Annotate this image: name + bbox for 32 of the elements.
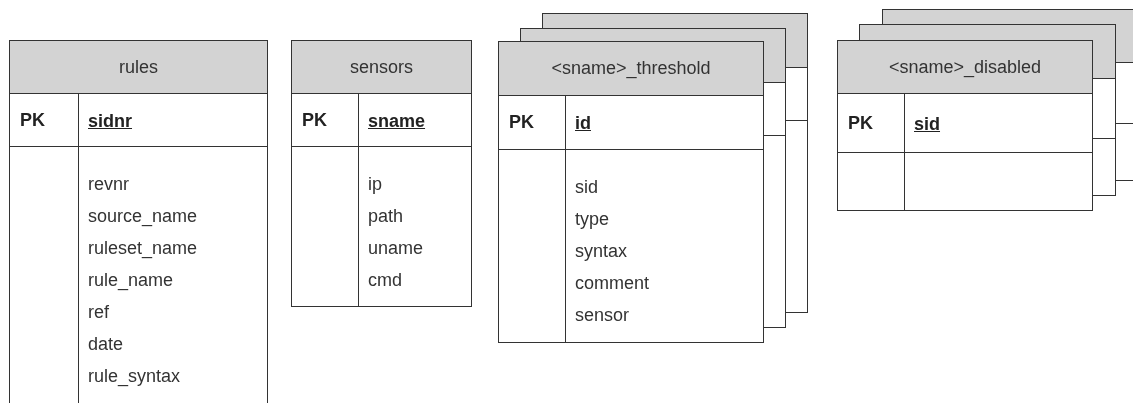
primary-key-field: id xyxy=(575,113,591,134)
field-name: sid xyxy=(575,176,598,198)
primary-key-field: sidnr xyxy=(88,110,132,132)
field-name: revnr xyxy=(88,173,129,195)
field-name: ip xyxy=(368,173,382,195)
field-name: ref xyxy=(88,301,109,323)
field-name: ruleset_name xyxy=(88,237,198,259)
stacked-table-cards xyxy=(498,13,808,343)
stacked-table-cards xyxy=(837,9,1133,211)
field-name: rule_syntax xyxy=(88,365,181,387)
field-name: syntax xyxy=(575,240,628,262)
key-marker: PK xyxy=(302,109,327,131)
key-marker: PK xyxy=(848,112,873,134)
field-name: sensor xyxy=(575,304,630,326)
field-name: uname xyxy=(368,237,424,259)
table-name: sensors xyxy=(350,56,413,78)
key-marker: PK xyxy=(20,109,45,131)
field-name: source_name xyxy=(88,205,198,227)
field-name: rule_name xyxy=(88,269,174,291)
field-name: comment xyxy=(575,272,650,294)
table-name: <sname>_disabled xyxy=(888,56,1042,78)
field-name: cmd xyxy=(368,269,402,291)
table-card xyxy=(291,40,472,307)
key-marker: PK xyxy=(509,112,534,133)
table-card xyxy=(9,40,268,403)
table-name: rules xyxy=(119,56,158,78)
primary-key-field: sname xyxy=(368,110,426,132)
table-name: <sname>_threshold xyxy=(551,58,711,79)
field-name: path xyxy=(368,205,404,227)
field-name: type xyxy=(575,208,610,230)
primary-key-field: sid xyxy=(914,113,940,135)
field-name: date xyxy=(88,333,124,355)
